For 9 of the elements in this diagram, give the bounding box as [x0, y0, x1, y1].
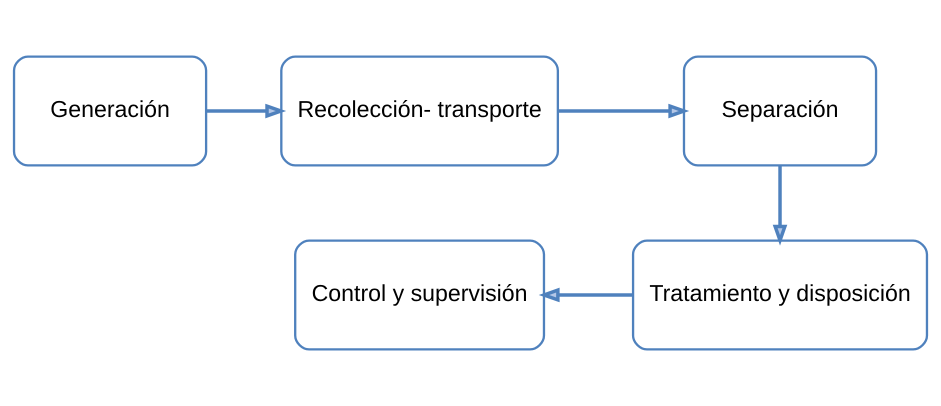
- arrow: [206, 104, 286, 118]
- node-box: Recolección- transporte: [280, 55, 560, 167]
- node-box: Generación: [12, 55, 208, 167]
- node-box: Control y supervisión: [294, 239, 546, 351]
- node-box: Separación: [682, 55, 878, 167]
- arrow: [538, 288, 633, 302]
- node-box: Tratamiento y disposición: [632, 239, 928, 351]
- arrow: [772, 166, 788, 246]
- arrow: [558, 104, 690, 118]
